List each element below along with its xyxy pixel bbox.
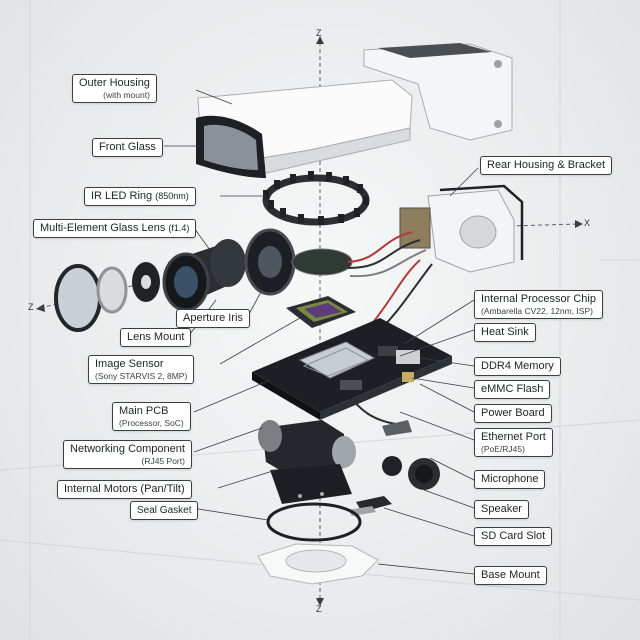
z-axis-arrow-bottom bbox=[316, 598, 324, 606]
leader-lines bbox=[164, 89, 479, 575]
label-title: Aperture Iris bbox=[183, 312, 243, 324]
label-title: Power Board bbox=[481, 407, 545, 419]
label-emmc-flash: eMMC Flash bbox=[474, 380, 551, 399]
label-heat-sink: Heat Sink bbox=[474, 323, 536, 342]
label-sub: (RJ45 Port) bbox=[141, 456, 185, 466]
label-title: Base Mount bbox=[481, 569, 540, 581]
label-title: IR LED Ring bbox=[91, 190, 153, 202]
label-title: Multi-Element Glass Lens bbox=[40, 222, 166, 234]
z-axis-arrow-top bbox=[316, 36, 324, 44]
label-power-board: Power Board bbox=[474, 404, 552, 423]
label-title: Front Glass bbox=[99, 141, 156, 153]
label-sub: (Sony STARVIS 2, 8MP) bbox=[95, 371, 188, 381]
label-ethernet-port: Ethernet Port (PoE/RJ45) bbox=[474, 428, 553, 457]
label-sub: (with mount) bbox=[103, 90, 150, 100]
label-speaker: Speaker bbox=[474, 500, 529, 519]
label-title: Networking Component bbox=[70, 443, 185, 455]
label-base-mount: Base Mount bbox=[474, 566, 547, 585]
label-outer-housing: Outer Housing (with mount) bbox=[72, 74, 157, 103]
label-seal-gasket: Seal Gasket bbox=[130, 501, 199, 520]
label-aperture-iris: Aperture Iris bbox=[176, 309, 250, 328]
label-sub: (PoE/RJ45) bbox=[481, 444, 525, 454]
front-glass-shape bbox=[196, 115, 266, 178]
label-sub: (Processor, SoC) bbox=[119, 418, 184, 428]
rear-housing-shape bbox=[399, 184, 524, 273]
seal-gasket-shape bbox=[266, 502, 362, 542]
label-image-sensor: Image Sensor (Sony STARVIS 2, 8MP) bbox=[88, 355, 195, 384]
label-ddr4-memory: DDR4 Memory bbox=[474, 357, 561, 376]
label-title: Main PCB bbox=[119, 405, 169, 417]
lens-assembly-shape bbox=[54, 228, 296, 332]
label-processor-chip: Internal Processor Chip (Ambarella CV22,… bbox=[474, 290, 603, 319]
axis-x-label: X bbox=[584, 218, 591, 228]
base-mount-shape bbox=[257, 543, 379, 585]
small-parts bbox=[348, 420, 440, 516]
ir-led-ring-shape bbox=[262, 171, 370, 226]
label-sd-card-slot: SD Card Slot bbox=[474, 527, 553, 546]
label-title: Lens Mount bbox=[127, 331, 185, 343]
label-ir-led-ring: IR LED Ring (850nm) bbox=[84, 187, 196, 206]
internal-motors-shape bbox=[258, 420, 356, 504]
label-title: eMMC Flash bbox=[481, 383, 544, 395]
label-title: Image Sensor bbox=[95, 358, 164, 370]
label-title: SD Card Slot bbox=[481, 530, 546, 542]
label-internal-motors: Internal Motors (Pan/Tilt) bbox=[57, 480, 192, 499]
label-title: Rear Housing & Bracket bbox=[487, 159, 605, 171]
label-main-pcb: Main PCB (Processor, SoC) bbox=[112, 402, 191, 431]
label-sub: (Ambarella CV22, 12nm, ISP) bbox=[481, 306, 593, 316]
label-title: Heat Sink bbox=[481, 326, 529, 338]
axis-z-left-label: Z bbox=[28, 302, 34, 312]
x-axis-arrow-right bbox=[575, 220, 583, 228]
label-lens-mount: Lens Mount bbox=[120, 328, 192, 347]
label-title: Internal Processor Chip bbox=[481, 293, 596, 305]
label-sub: (850nm) bbox=[155, 191, 189, 201]
label-title: Ethernet Port bbox=[481, 431, 546, 443]
label-title: Outer Housing bbox=[79, 77, 150, 89]
label-title: Seal Gasket bbox=[137, 505, 192, 516]
label-title: DDR4 Memory bbox=[481, 360, 554, 372]
label-lens: Multi-Element Glass Lens (f1.4) bbox=[33, 219, 197, 238]
label-front-glass: Front Glass bbox=[92, 138, 163, 157]
label-title: Speaker bbox=[481, 503, 522, 515]
label-title: Internal Motors (Pan/Tilt) bbox=[64, 483, 185, 495]
label-rear-housing: Rear Housing & Bracket bbox=[480, 156, 612, 175]
label-sub: (f1.4) bbox=[168, 223, 190, 233]
z-axis-arrow-left bbox=[36, 304, 45, 312]
image-sensor-shape bbox=[286, 248, 356, 328]
label-microphone: Microphone bbox=[474, 470, 546, 489]
axis-z-bottom-label: Z bbox=[316, 604, 322, 614]
label-title: Microphone bbox=[481, 473, 539, 485]
axis-z-top-label: Z bbox=[316, 28, 322, 38]
main-pcb-shape bbox=[252, 318, 452, 420]
label-networking: Networking Component (RJ45 Port) bbox=[63, 440, 192, 469]
